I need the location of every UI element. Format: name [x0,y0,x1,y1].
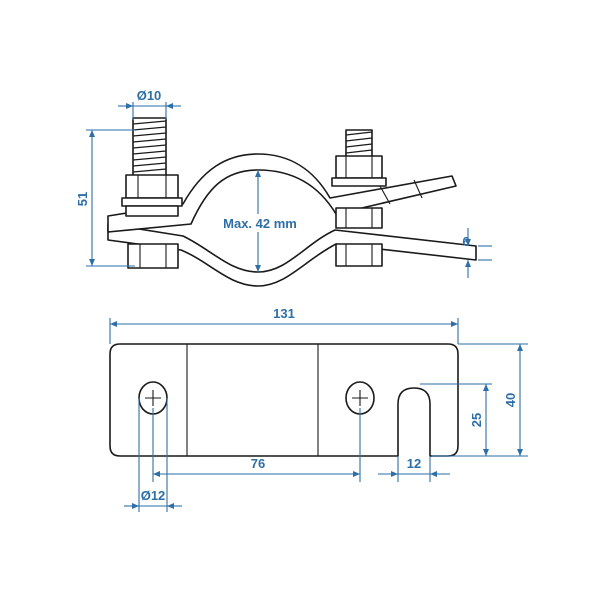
dimension-plate-thickness: 6 [462,228,492,278]
dimension-thread-diameter: Ø10 [118,88,181,120]
dimension-slot-depth: 25 [420,383,492,456]
base-plate [109,343,459,457]
slot-width-label: 12 [407,456,421,471]
left-nut-stack [121,174,183,269]
hole-diameter-label: Ø12 [141,488,166,503]
dimension-height: 51 [75,129,135,267]
dimension-hole-spacing: 76 [152,408,361,482]
length-label: 131 [273,306,295,321]
width-label: 40 [503,393,518,407]
plate-thickness-label: 6 [462,234,469,249]
right-bolt [345,129,373,159]
clamp-side-view [107,117,477,287]
lower-plate [107,223,477,287]
dimension-slot-width: 12 [378,456,450,482]
slot-depth-label: 25 [469,413,484,427]
right-nut-stack [331,155,387,267]
dimension-width: 40 [432,343,528,457]
dimension-length: 131 [109,306,459,344]
max-pipe-label: Max. 42 mm [223,216,297,231]
clamp-bottom-view [109,343,459,457]
hole-spacing-label: 76 [251,456,265,471]
upper-strap [107,153,457,233]
dimension-hole-diameter: Ø12 [124,398,182,512]
dimension-max-pipe: Max. 42 mm [220,170,300,272]
thread-diameter-label: Ø10 [137,88,162,103]
height-label: 51 [75,192,90,206]
